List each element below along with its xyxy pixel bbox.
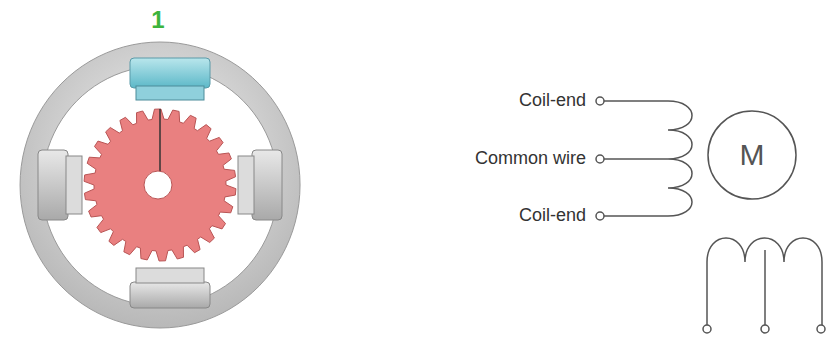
motor-symbol-text: M (740, 138, 765, 172)
pin-label: Coil-end (519, 91, 586, 111)
callout-number: 1 (151, 7, 164, 33)
coil-symbol (703, 238, 825, 333)
stator-poles (38, 58, 282, 308)
shaft-hole (144, 171, 172, 199)
stator-ring (20, 42, 300, 328)
pin-label: Common wire (475, 149, 586, 169)
coil-schematic (596, 97, 796, 220)
motor-circle: M (708, 111, 796, 199)
pin-label: Coil-end (519, 206, 586, 226)
rotor-mark (159, 109, 161, 171)
gear-body (84, 109, 236, 261)
rotor-gear (84, 109, 236, 261)
